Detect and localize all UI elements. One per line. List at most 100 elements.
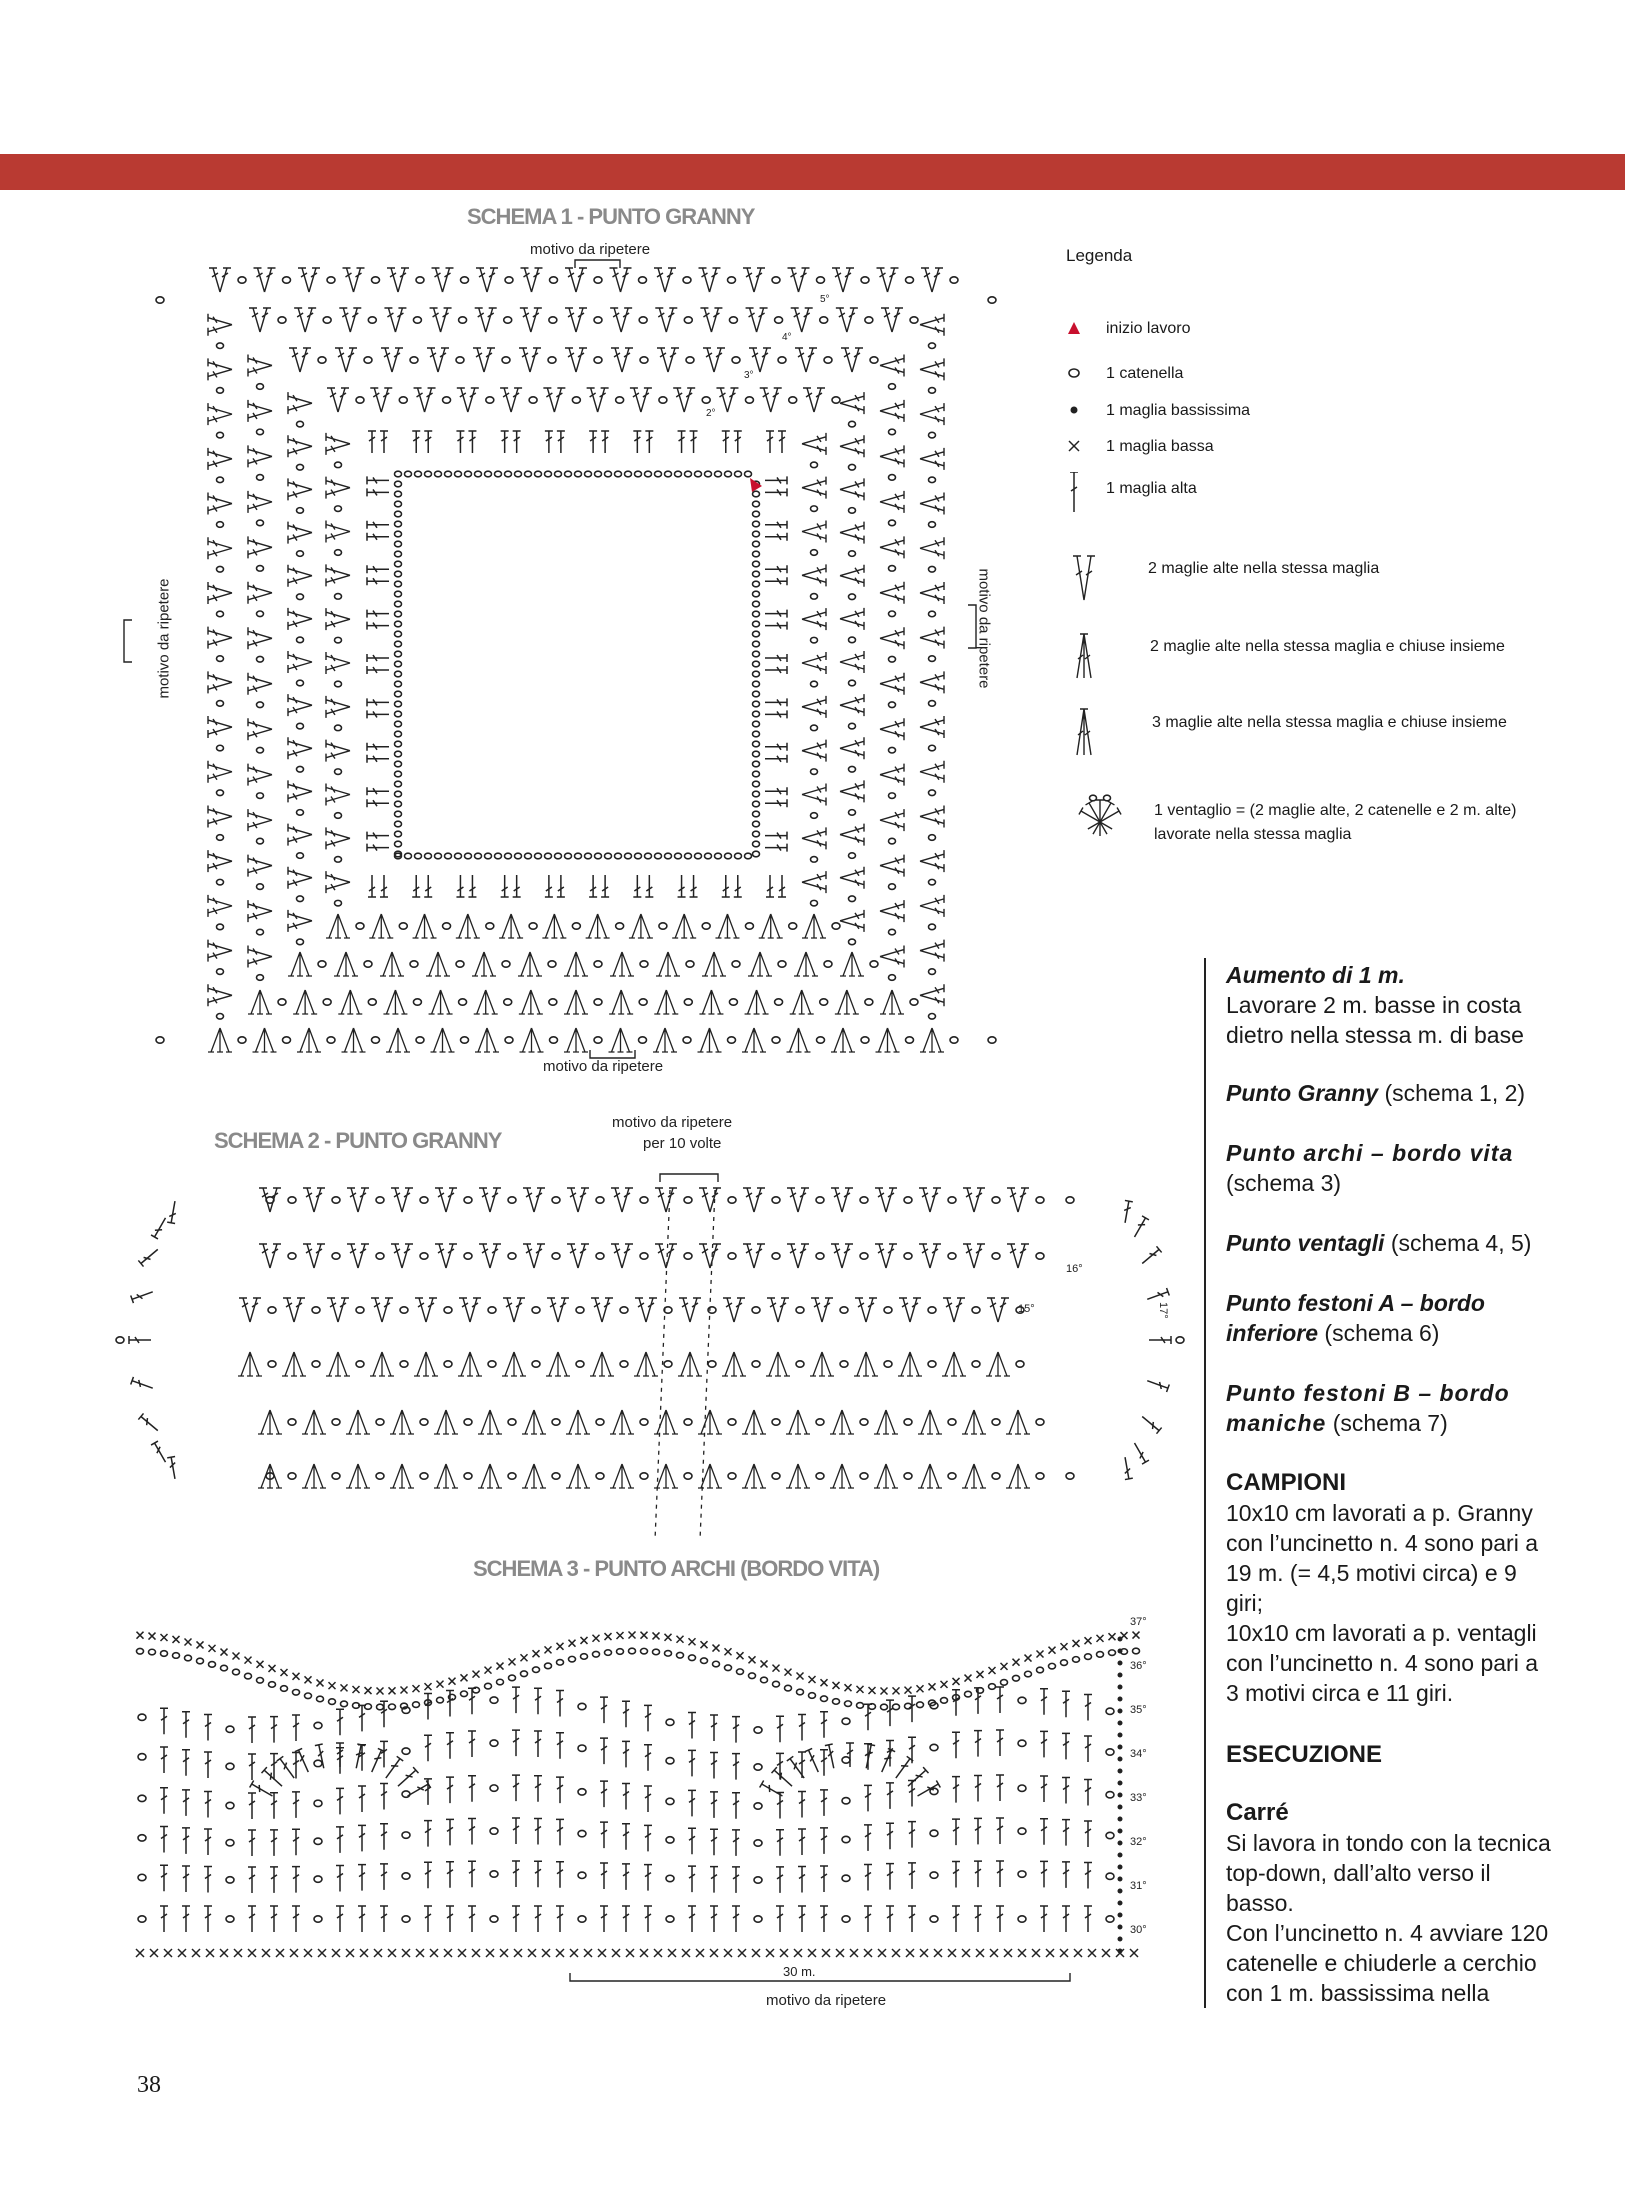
chain-symbol: [147, 1648, 157, 1656]
chain-symbol: [333, 505, 343, 513]
three-double-group-symbol: [426, 951, 450, 977]
chain-symbol: [413, 852, 423, 860]
double-crochet-symbol: [710, 1828, 718, 1856]
chain-symbol: [504, 1035, 514, 1044]
chain-symbol: [577, 1871, 587, 1880]
single-crochet-symbol: [471, 1670, 481, 1679]
double-crochet-symbol: [366, 520, 389, 529]
double-crochet-symbol: [137, 1248, 159, 1268]
chain-symbol: [333, 899, 343, 907]
single-crochet-symbol: [819, 1678, 829, 1687]
single-crochet-symbol: [867, 1686, 877, 1695]
single-crochet-symbol: [687, 1637, 697, 1646]
two-double-v-symbol: [327, 387, 349, 413]
chain-symbol: [939, 1696, 949, 1704]
chain-symbol: [1131, 1647, 1141, 1655]
chain-symbol: [419, 1471, 429, 1480]
double-crochet-symbol: [688, 1865, 696, 1893]
schema2-granny-oval-diagram: 16°15°17°: [115, 1173, 1185, 1541]
two-double-v-symbol: [919, 447, 945, 470]
chain-symbol: [401, 1914, 411, 1923]
three-double-group-symbol: [786, 1463, 810, 1489]
three-double-group-symbol: [942, 1351, 966, 1377]
two-double-v-symbol: [839, 435, 865, 458]
chain-symbol: [809, 855, 819, 863]
two-double-v-symbol: [325, 871, 351, 894]
chain-symbol: [533, 852, 543, 860]
chain-symbol: [326, 275, 336, 284]
single-crochet-symbol: [339, 1683, 349, 1692]
chain-symbol: [887, 655, 897, 663]
two-double-v-symbol: [629, 387, 652, 413]
chain-symbol: [847, 636, 857, 644]
chain-symbol: [577, 1702, 587, 1711]
chain-symbol: [415, 275, 425, 284]
double-crochet-symbol: [182, 1865, 190, 1892]
chain-symbol: [731, 356, 741, 365]
chain-symbol: [751, 500, 761, 508]
chain-symbol: [687, 1654, 697, 1662]
chain-symbol: [927, 386, 937, 395]
single-crochet-symbol: [843, 1683, 853, 1692]
slip-stitch-symbol: [1117, 1792, 1123, 1798]
two-double-v-symbol: [565, 307, 587, 333]
three-double-group-symbol: [346, 1463, 370, 1489]
chain-symbol: [507, 1471, 517, 1480]
two-double-v-symbol: [943, 1297, 965, 1323]
two-double-v-symbol: [879, 354, 905, 377]
chain-symbol: [658, 921, 668, 930]
two-double-v-symbol: [879, 718, 905, 741]
chain-symbol: [215, 655, 225, 663]
slip-stitch-symbol: [1117, 1756, 1123, 1762]
chain-symbol: [751, 490, 761, 498]
three-double-group-symbol: [742, 1463, 766, 1489]
schema3-round-label: 37°: [1130, 1616, 1147, 1628]
chain-symbol: [313, 1759, 323, 1768]
chain-symbol: [751, 580, 761, 588]
double-crochet-symbol: [380, 1740, 388, 1768]
two-double-v-symbol: [543, 387, 566, 413]
chain-symbol: [751, 760, 761, 768]
chain-symbol: [443, 852, 453, 860]
chain-symbol: [771, 1417, 781, 1426]
chain-symbol: [859, 1417, 869, 1426]
legend-row: inizio lavoro: [1060, 318, 1580, 358]
double-crochet-symbol: [534, 1687, 542, 1715]
double-crochet-symbol: [204, 1713, 212, 1741]
two-double-v-symbol: [247, 763, 273, 786]
chain-symbol: [909, 316, 919, 325]
three-double-group-symbol: [238, 1351, 262, 1377]
chain-symbol: [971, 1306, 981, 1315]
two-double-v-symbol: [459, 1297, 481, 1323]
chain-symbol: [887, 882, 897, 891]
single-crochet-symbol: [435, 1680, 445, 1689]
chain-symbol: [847, 463, 857, 471]
chain-symbol: [809, 680, 819, 688]
slip-stitch-symbol: [1117, 1936, 1123, 1942]
schema3-round-label: 35°: [1130, 1704, 1147, 1716]
three-double-group-symbol: [810, 1351, 834, 1377]
slip-stitch-symbol: [1117, 1900, 1123, 1906]
chain-symbol: [771, 275, 781, 284]
double-crochet-symbol: [798, 1751, 806, 1778]
single-crochet-symbol: [183, 1637, 193, 1647]
chain-symbol: [1065, 1195, 1075, 1204]
single-crochet-symbol: [177, 1948, 187, 1958]
double-crochet-symbol: [380, 875, 388, 898]
single-crochet-symbol: [927, 1682, 937, 1691]
chain-symbol: [551, 1195, 561, 1204]
chain-symbol: [215, 833, 225, 842]
single-crochet-symbol: [315, 1678, 325, 1687]
double-crochet-symbol: [601, 875, 610, 898]
chain-symbol: [927, 878, 937, 886]
three-double-group-symbol: [766, 1351, 790, 1377]
double-crochet-symbol: [248, 1829, 256, 1856]
two-double-v-symbol: [391, 1187, 413, 1213]
single-crochet-symbol: [709, 1948, 719, 1958]
three-double-group-symbol: [248, 989, 272, 1015]
chain-symbol: [255, 928, 265, 936]
chain-symbol: [507, 1252, 517, 1261]
chain-symbol: [393, 770, 403, 778]
chain-symbol: [463, 852, 473, 860]
double-crochet-symbol: [765, 520, 788, 529]
